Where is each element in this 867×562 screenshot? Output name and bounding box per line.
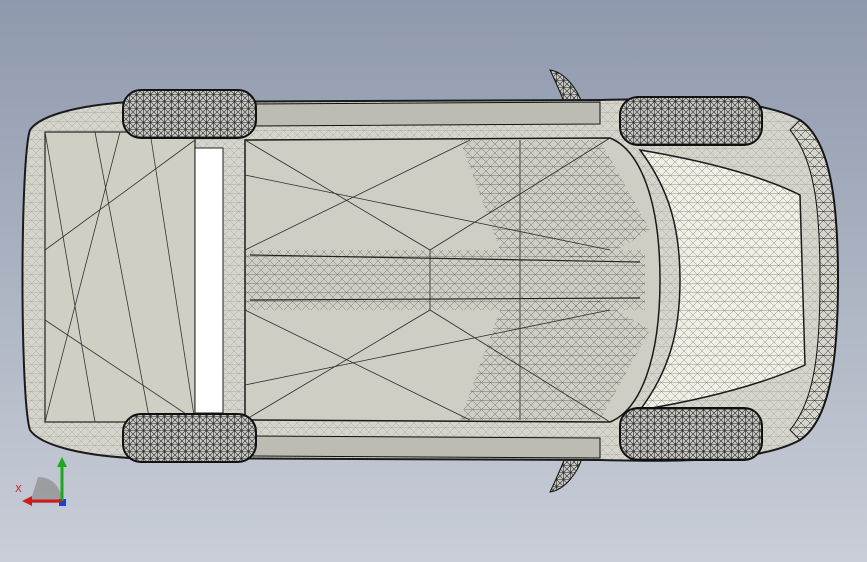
- tire-front-bottom: [619, 407, 763, 461]
- triad-plane: [30, 477, 62, 503]
- x-axis-label: X: [15, 484, 22, 495]
- tire-rear-bottom: [122, 413, 257, 463]
- tire-rear-top: [122, 89, 257, 139]
- mirror-bottom: [549, 457, 583, 493]
- mirror-top: [549, 69, 583, 105]
- orientation-triad: [22, 457, 67, 506]
- tire-front-top: [619, 96, 763, 146]
- rear-window: [194, 147, 224, 414]
